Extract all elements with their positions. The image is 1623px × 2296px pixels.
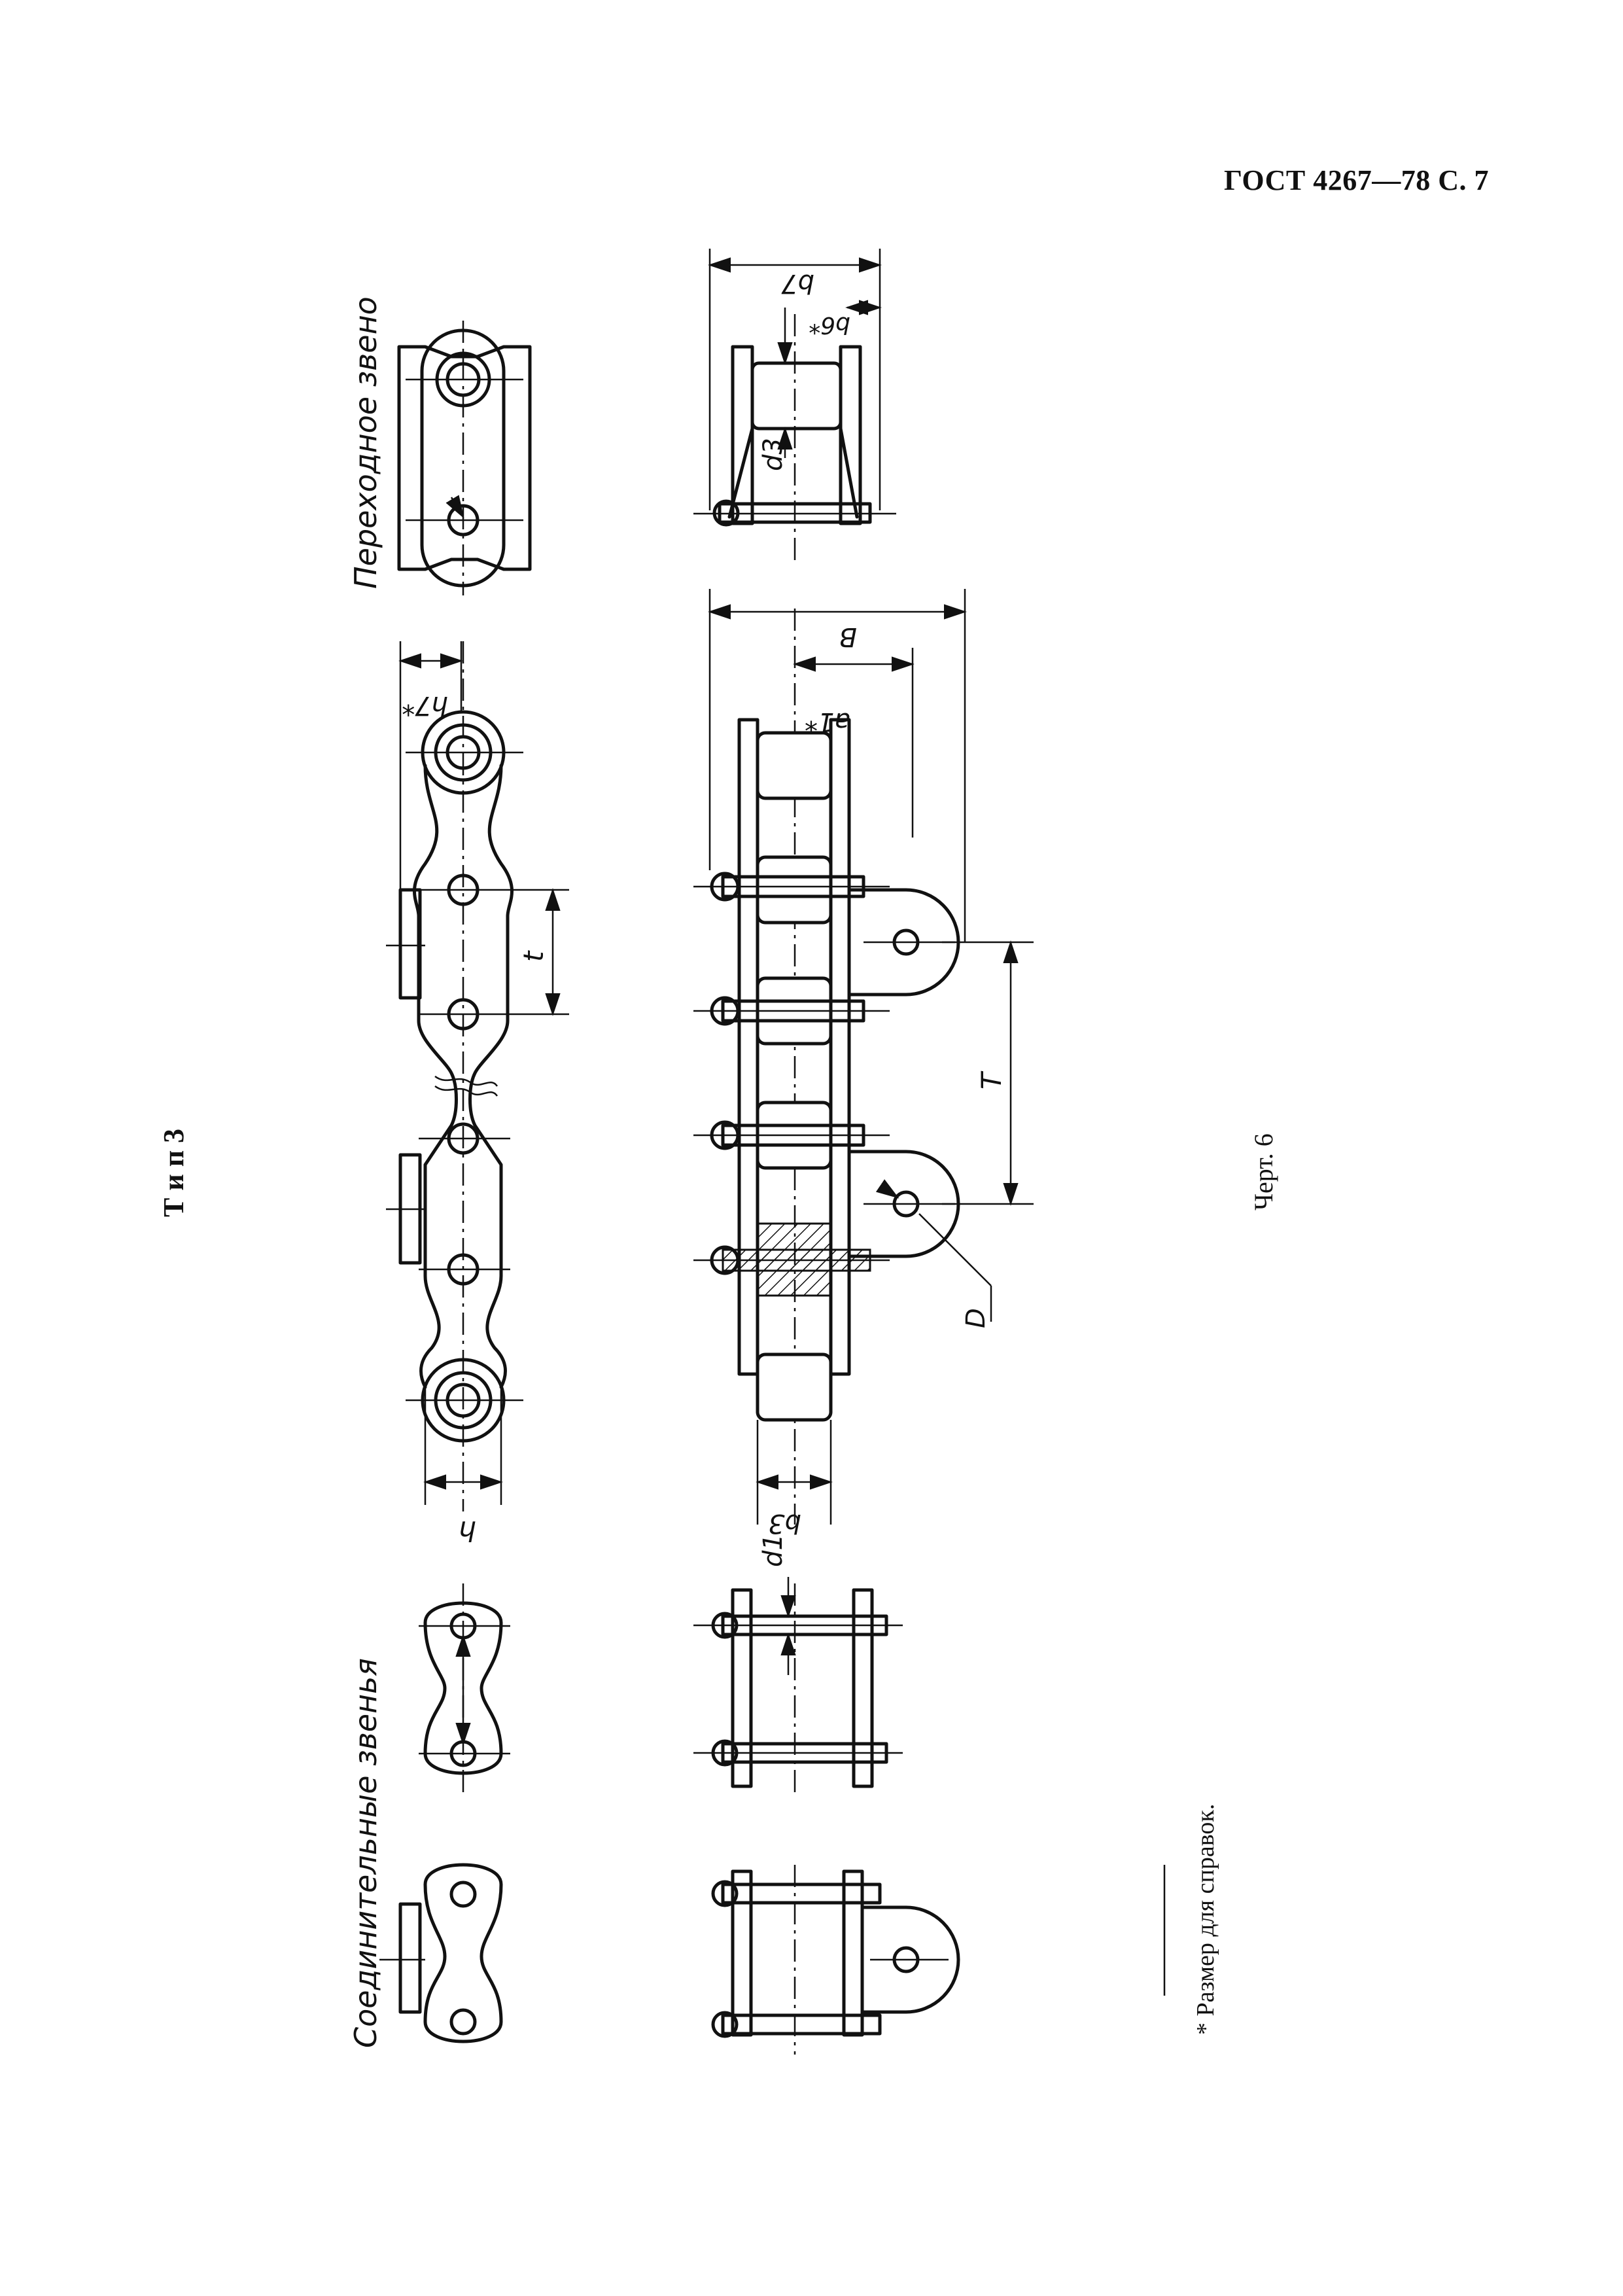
transition-link-top-view: b7 b6* d3 <box>693 249 896 563</box>
dim-B: B <box>839 622 857 652</box>
page-header: ГОСТ 4267—78 С. 7 <box>1223 164 1489 196</box>
connecting-link-top-view-2 <box>711 1865 960 2055</box>
transition-link-label: Переходное звено <box>348 296 383 589</box>
dim-d3: d3 <box>758 438 788 471</box>
main-chain-side-view: t h7* h <box>386 641 569 1547</box>
dim-d1: d1 <box>758 1534 788 1567</box>
dim-b7: b7 <box>781 268 814 298</box>
transition-link-side-view <box>397 321 532 595</box>
connecting-link-side-view-2 <box>379 1863 503 2043</box>
connecting-links-label: Соединительные звенья <box>348 1658 383 2048</box>
dim-T: T <box>975 1070 1007 1089</box>
pins <box>693 872 890 1275</box>
dim-h7: h7* <box>402 690 448 720</box>
footnote: * Размер для справок. <box>1192 1804 1219 2035</box>
figure-caption: Черт. 6 <box>1249 1133 1278 1210</box>
dim-b6: b6* <box>809 311 850 338</box>
dim-D: D <box>961 1308 991 1328</box>
type-label: Т и п 3 <box>158 1129 190 1217</box>
dim-t: t <box>517 950 550 962</box>
dim-b3: b3 <box>768 1508 801 1538</box>
attachments <box>848 888 960 1258</box>
main-chain-top-view: B a1* <box>693 589 1034 1538</box>
connecting-link-side-view-1 <box>419 1583 510 1793</box>
connecting-link-top-view-1: d1 <box>693 1534 903 1793</box>
dim-h: h <box>459 1515 476 1547</box>
